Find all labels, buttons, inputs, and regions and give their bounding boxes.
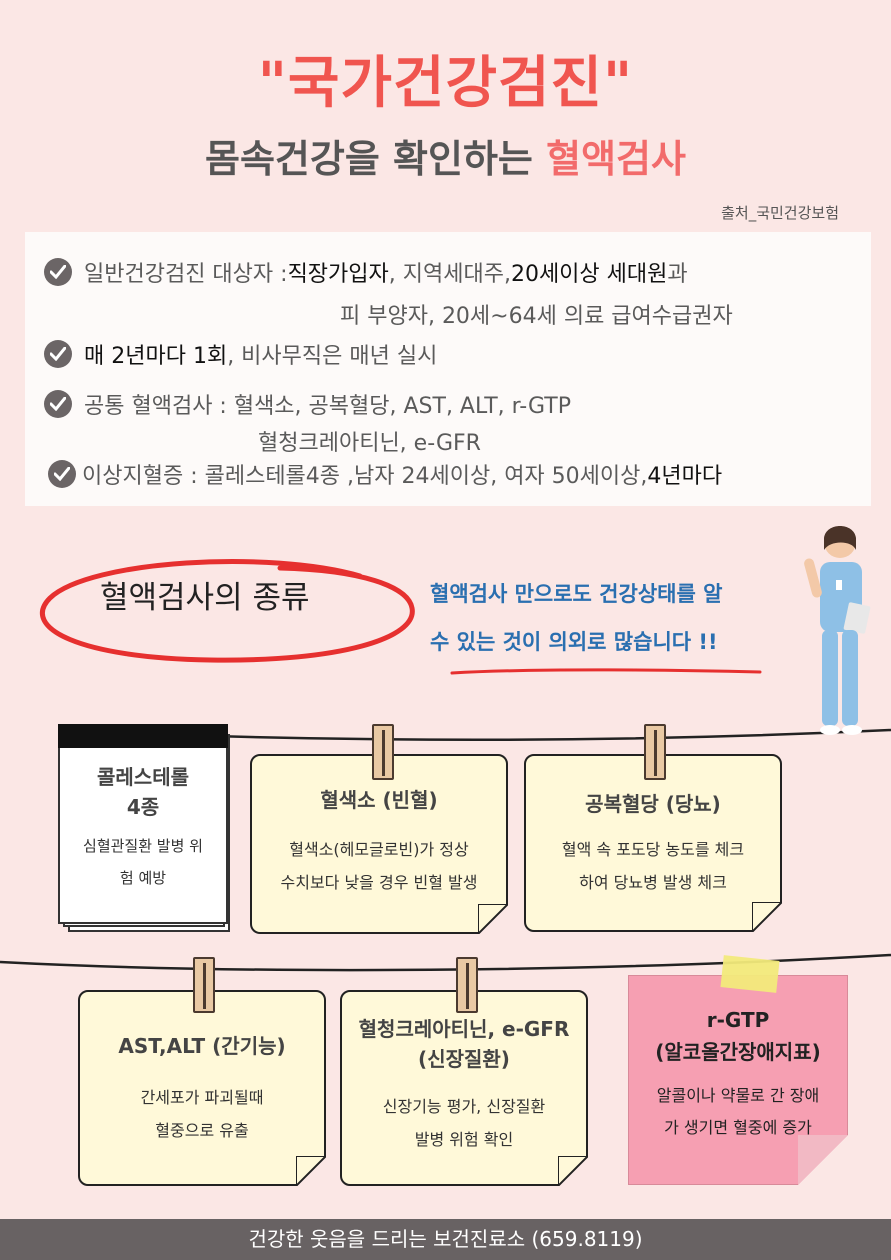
card-rgtp-body-2: 가 생기면 혈중에 증가 [664,1118,812,1137]
card-glucose: 공복혈당 (당뇨) 혈액 속 포도당 농도를 체크 하여 당뇨병 발생 체크 [524,754,782,932]
card-rgtp-body-1: 알콜이나 약물로 간 장애 [656,1086,820,1105]
footer-bar: 건강한 웃음을 드리는 보건진료소 (659.8119) [0,1219,891,1260]
page-fold-icon [558,1156,588,1186]
clothespin-icon [372,724,394,780]
tape-icon [720,955,780,993]
page-fold-icon [478,904,508,934]
card-cholesterol-body-2: 험 예방 [119,869,167,887]
info-line-4: 이상지혈증 : 콜레스테롤4종 ,남자 24세이상, 여자 50세이상, 4년마… [48,458,722,490]
info-box [25,232,871,506]
clothespin-icon [456,957,478,1013]
card-cholesterol-body-1: 심혈관질환 발병 위 [83,837,203,855]
check-circle-icon [44,390,72,418]
card-hemoglobin: 혈색소 (빈혈) 혈색소(헤모글로빈)가 정상 수치보다 낮을 경우 빈혈 발생 [250,754,508,934]
info-line-1-c: , 지역세대주, [388,262,511,287]
info-line-2-a: 매 2년마다 1회 [84,344,228,369]
card-liver-body-2: 혈중으로 유출 [155,1121,249,1140]
card-hemoglobin-title: 혈색소 (빈혈) [320,788,438,812]
clothespin-icon [644,724,666,780]
card-glucose-body-1: 혈액 속 포도당 농도를 체크 [561,840,745,859]
info-line-3-cont: 혈청크레아티닌, e-GFR [258,431,481,456]
info-line-2: 매 2년마다 1회, 비사무직은 매년 실시 [44,338,437,370]
info-line-2-b: , 비사무직은 매년 실시 [227,344,438,369]
clothespin-icon [193,957,215,1013]
subtitle-main: 몸속건강을 확인하는 [205,137,547,181]
subtitle-accent: 혈액검사 [546,137,686,181]
source-label: 출처_국민건강보험 [721,204,839,222]
card-glucose-title: 공복혈당 (당뇨) [585,792,721,816]
card-kidney: 혈청크레아티닌, e-GFR (신장질환) 신장기능 평가, 신장질환 발병 위… [340,990,588,1186]
card-glucose-body-2: 하여 당뇨병 발생 체크 [579,873,727,892]
info-line-1-e: 과 [667,262,688,287]
card-liver: AST,ALT (간기능) 간세포가 파괴될때 혈중으로 유출 [78,990,326,1186]
red-oval-icon [39,559,415,663]
card-kidney-title-2: (신장질환) [418,1047,510,1071]
calendar-binding [58,724,228,748]
card-rgtp: r-GTP (알코올간장애지표) 알콜이나 약물로 간 장애 가 생기면 혈중에… [628,975,848,1185]
info-line-3-text: 공통 혈액검사 : 혈색소, 공복혈당, AST, ALT, r-GTP [84,394,571,419]
card-rgtp-title-2: (알코올간장애지표) [655,1040,821,1064]
info-line-1-cont: 피 부양자, 20세~64세 의료 급여수급권자 [340,304,733,329]
card-rgtp-title-1: r-GTP [706,1008,770,1032]
page-fold-icon [798,1135,848,1185]
nurse-illustration-icon [804,526,871,735]
card-hemoglobin-body-2: 수치보다 낮을 경우 빈혈 발생 [280,873,478,892]
check-circle-icon [44,258,72,286]
card-cholesterol: 콜레스테롤 4종 심혈관질환 발병 위 험 예방 [58,724,230,932]
section-title: 혈액검사의 종류 [100,580,310,616]
check-circle-icon [44,340,72,368]
note-line-2: 수 있는 것이 의외로 많습니다 !! [430,630,718,654]
page-fold-icon [296,1156,326,1186]
info-line-1-d: 20세이상 세대원 [510,262,668,287]
card-kidney-body-1: 신장기능 평가, 신장질환 [382,1097,546,1116]
card-cholesterol-title-1: 콜레스테롤 [97,765,189,789]
info-line-4-a: 이상지혈증 : 콜레스테롤4종 ,남자 24세이상, 여자 50세이상, [82,464,648,489]
info-line-1-a: 일반건강검진 대상자 : [84,262,288,287]
info-line-3: 공통 혈액검사 : 혈색소, 공복혈당, AST, ALT, r-GTP [44,388,571,420]
info-line-1-b: 직장가입자 [287,262,389,287]
card-cholesterol-title-2: 4종 [126,795,160,819]
page-title: "국가건강검진" [257,51,634,116]
calendar-front-page [58,724,228,924]
note-line-1: 혈액검사 만으로도 건강상태를 알 [430,582,723,606]
page-fold-icon [752,902,782,932]
card-kidney-title-1: 혈청크레아티닌, e-GFR [358,1017,570,1041]
card-kidney-body-2: 발병 위험 확인 [414,1130,514,1149]
info-line-4-b: 4년마다 [647,464,723,489]
card-liver-body-1: 간세포가 파괴될때 [140,1088,264,1107]
card-liver-title: AST,ALT (간기능) [118,1034,286,1058]
page-subtitle: 몸속건강을 확인하는 혈액검사 [0,128,891,183]
check-circle-icon [48,460,76,488]
card-hemoglobin-body-1: 혈색소(헤모글로빈)가 정상 [289,840,469,859]
